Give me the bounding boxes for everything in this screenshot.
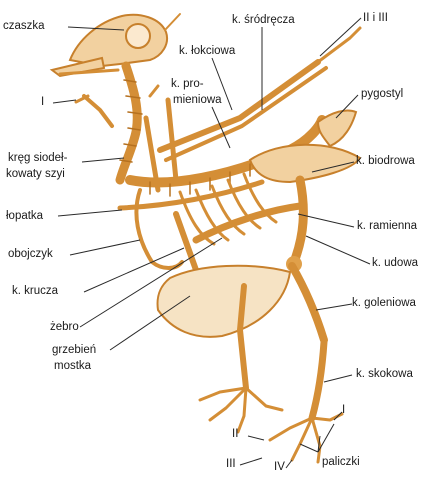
back-leg	[240, 286, 246, 388]
label-radius-line1: k. pro-	[171, 78, 204, 91]
label-clavicle: obojczyk	[8, 248, 53, 261]
label-digits-ii-iii: II i III	[363, 12, 388, 25]
tibia	[292, 266, 324, 340]
femur	[294, 180, 303, 262]
label-saddle-vertebra-line2: kowaty szyi	[6, 168, 65, 181]
label-femur: k. udowa	[372, 257, 418, 270]
label-toe-iii: III	[226, 458, 236, 471]
skull	[52, 14, 180, 76]
wing-digit-one	[84, 96, 112, 126]
label-ulna: k. łokciowa	[179, 45, 235, 58]
back-foot-toes	[200, 388, 282, 432]
label-pygostyle: pygostyl	[361, 88, 403, 101]
label-tarsometatarsus: k. skokowa	[356, 368, 413, 381]
label-ilium: k. biodrowa	[356, 155, 415, 168]
pelvis	[250, 145, 360, 182]
tarsometatarsus	[312, 342, 324, 418]
label-wing-digit-i: I	[41, 96, 44, 109]
label-tibia: k. goleniowa	[352, 297, 416, 310]
label-skull: czaszka	[3, 20, 45, 33]
front-foot-toes	[270, 414, 342, 462]
neck-vertebrae	[120, 66, 142, 180]
label-toe-iv: IV	[274, 461, 285, 474]
label-keel-line1: grzebień	[52, 344, 96, 357]
label-rib: żebro	[50, 321, 79, 334]
label-metacarpal: k. śródręcza	[232, 14, 295, 27]
label-toe-i: I	[342, 404, 345, 417]
label-toe-ii: II	[232, 428, 238, 441]
label-radius-line2: mieniowa	[173, 94, 222, 107]
label-scapula: łopatka	[6, 210, 43, 223]
label-saddle-vertebra-line1: kręg siodeł-	[8, 152, 67, 165]
label-coracoid: k. krucza	[12, 285, 58, 298]
label-humerus: k. ramienna	[357, 220, 417, 233]
sternum-keel	[158, 266, 291, 337]
label-phalanges: paliczki	[322, 456, 360, 469]
label-keel-line2: mostka	[54, 360, 91, 373]
